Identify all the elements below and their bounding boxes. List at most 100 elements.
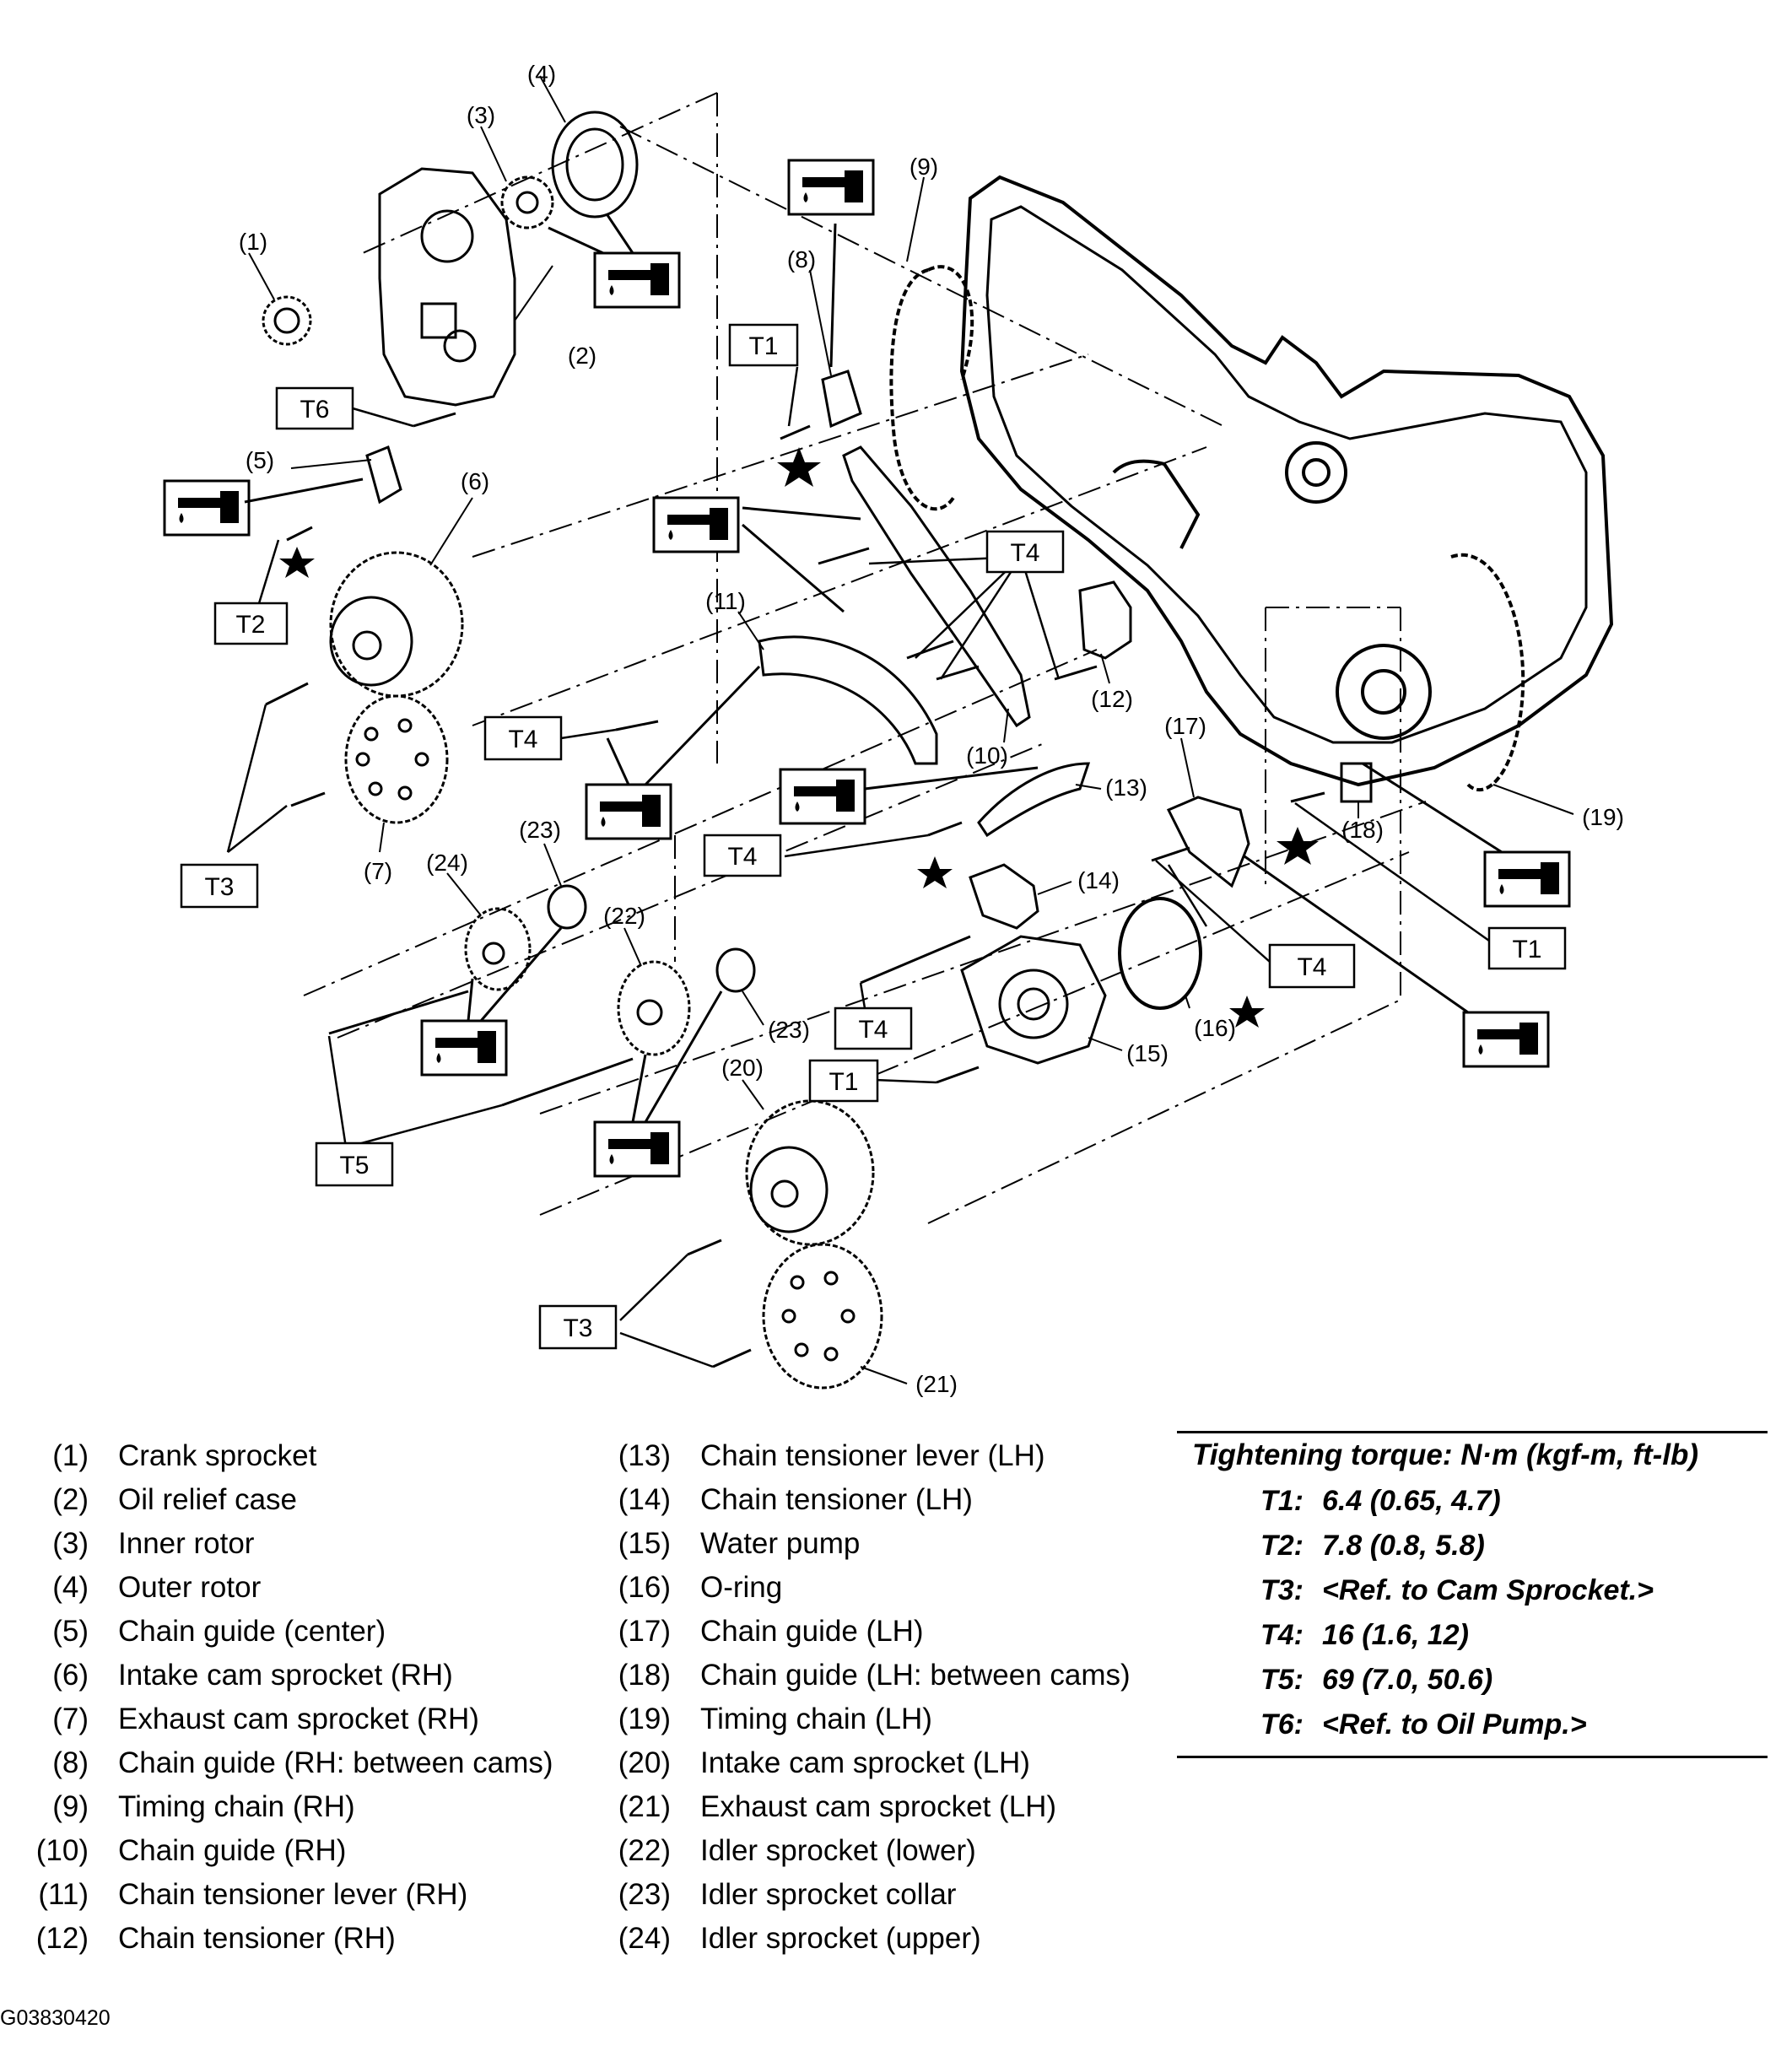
legend-label: Outer rotor — [118, 1571, 262, 1604]
legend-label: Timing chain (RH) — [118, 1790, 355, 1823]
torque-row: T3: <Ref. to Cam Sprocket.> — [1177, 1568, 1768, 1613]
callout-leaders — [248, 75, 1574, 1384]
torque-tags: T1 T1 T1 T2 T3 T3 T4 T4 — [180, 323, 1567, 1368]
parts-legend-left: (1)Crank sprocket (2) Oil relief case (3)In… — [0, 1434, 591, 1961]
callout-2: (2) — [568, 343, 596, 369]
torque-row: T1: 6.4 (0.65, 4.7) — [1177, 1479, 1768, 1524]
callout-10: (10) — [966, 742, 1008, 769]
legend-item: (6)Intake cam sprocket (RH) — [0, 1654, 591, 1697]
legend-item: (16)O-ring — [582, 1566, 1190, 1610]
legend-item: (21)Exhaust cam sprocket (LH) — [582, 1785, 1190, 1829]
torque-row: T2: 7.8 (0.8, 5.8) — [1177, 1524, 1768, 1568]
tag-t1-a: T1 — [728, 323, 799, 367]
legend-item: (14)Chain tensioner (LH) — [582, 1478, 1190, 1522]
crank-sprocket — [262, 295, 312, 346]
legend-label: Crank sprocket — [118, 1439, 317, 1472]
callout-11: (11) — [705, 588, 746, 614]
legend-item: (4) Outer rotor — [0, 1566, 591, 1610]
legend-number: (23) — [618, 1878, 671, 1911]
tag-t1-c: T1 — [808, 1059, 879, 1103]
callout-14: (14) — [1077, 867, 1120, 893]
legend-number: (5) — [52, 1615, 89, 1648]
torque-value: 7.8 (0.8, 5.8) — [1322, 1530, 1485, 1562]
torque-key: T5: — [1260, 1664, 1304, 1696]
legend-number: (8) — [52, 1746, 89, 1779]
callout-7: (7) — [364, 858, 392, 884]
tag-t4-d: T4 — [1268, 943, 1356, 989]
callout-22: (22) — [603, 903, 645, 929]
torque-key: T6: — [1260, 1708, 1304, 1740]
exhaust-cam-sprocket-rh — [344, 694, 449, 824]
chain-guide-lh-between-cams — [1340, 762, 1373, 803]
idler-sprocket-upper — [464, 907, 532, 991]
legend-label: Chain guide (LH: between cams) — [700, 1659, 1131, 1692]
callout-3: (3) — [467, 102, 495, 128]
chain-guide-center — [365, 445, 402, 505]
tag-label: T1 — [829, 1068, 858, 1096]
callout-23a: (23) — [519, 817, 561, 843]
legend-label: Idler sprocket (lower) — [700, 1834, 976, 1867]
legend-number: (4) — [52, 1571, 89, 1604]
callout-13: (13) — [1105, 774, 1147, 801]
legend-number: (15) — [618, 1527, 671, 1560]
idler-sprocket-collar — [547, 884, 756, 993]
chain-guide-rh-between-cams — [821, 370, 862, 429]
legend-label: Exhaust cam sprocket (LH) — [700, 1790, 1057, 1823]
tag-label: T4 — [1297, 953, 1326, 981]
torque-value: 16 (1.6, 12) — [1322, 1619, 1469, 1651]
legend-item: (10)Chain guide (RH) — [0, 1829, 591, 1873]
front-cover-outline — [959, 175, 1614, 787]
chain-tensioner-lever-rh — [758, 635, 938, 765]
tag-label: T1 — [748, 332, 778, 360]
tag-label: T1 — [1512, 936, 1541, 963]
legend-label: Idler sprocket (upper) — [700, 1922, 981, 1955]
torque-key: T3: — [1260, 1574, 1304, 1606]
legend-item: (5)Chain guide (center) — [0, 1610, 591, 1654]
legend-number: (20) — [618, 1746, 671, 1779]
tag-t5: T5 — [315, 1141, 394, 1187]
tag-label: T2 — [235, 611, 265, 639]
water-pump — [960, 935, 1107, 1065]
exploded-diagram: T1 T1 T1 T2 T3 T3 T4 T4 — [163, 61, 1624, 1397]
legend-number: (9) — [52, 1790, 89, 1823]
torque-value: <Ref. to Cam Sprocket.> — [1322, 1574, 1654, 1606]
torque-row: T4:16 (1.6, 12) — [1177, 1613, 1768, 1658]
callout-15: (15) — [1126, 1040, 1169, 1066]
legend-number: (19) — [618, 1703, 671, 1735]
legend-number: (2) — [52, 1483, 89, 1516]
tag-t1-b: T1 — [1487, 926, 1567, 970]
legend-number: (22) — [618, 1834, 671, 1867]
legend-label: Idler sprocket collar — [700, 1878, 957, 1911]
tag-label: T4 — [1010, 539, 1039, 567]
callout-4: (4) — [527, 61, 556, 87]
parts-legend-right: (13)Chain tensioner lever (LH)(14)Chain … — [582, 1434, 1190, 1961]
oil-pointer-arrows — [244, 214, 1503, 1123]
figure-code: G03830420 — [0, 2006, 111, 2030]
legend-number: (12) — [35, 1922, 89, 1955]
star-marks — [279, 447, 1319, 1028]
chain-tensioner-rh — [1078, 580, 1132, 660]
legend-item: (11)Chain tensioner lever (RH) — [0, 1873, 591, 1917]
torque-value: 69 (7.0, 50.6) — [1322, 1664, 1493, 1696]
tag-t4-a: T4 — [985, 530, 1065, 574]
tag-t3-a: T3 — [180, 863, 259, 909]
torque-value: 6.4 (0.65, 4.7) — [1322, 1485, 1501, 1517]
legend-item: (1)Crank sprocket — [0, 1434, 591, 1478]
legend-item: (9) Timing chain (RH) — [0, 1785, 591, 1829]
legend-item: (22) Idler sprocket (lower) — [582, 1829, 1190, 1873]
intake-cam-sprocket-rh — [329, 551, 464, 698]
callout-9: (9) — [909, 154, 938, 180]
legend-item: (3)Inner rotor — [0, 1522, 591, 1566]
torque-heading: Tightening torque: N·m (kgf-m, ft-lb) — [1192, 1438, 1699, 1471]
legend-number: (14) — [618, 1483, 671, 1516]
legend-item: (2) Oil relief case — [0, 1478, 591, 1522]
torque-key: T1: — [1260, 1485, 1304, 1517]
tag-label: T3 — [204, 873, 234, 901]
chain-tensioner-lh — [969, 863, 1039, 930]
torque-key: T2: — [1260, 1530, 1304, 1562]
legend-number: (13) — [618, 1439, 671, 1472]
bolts — [265, 412, 1325, 1368]
callout-23b: (23) — [768, 1017, 810, 1043]
outer-rotor — [551, 111, 639, 219]
legend-label: Oil relief case — [118, 1483, 298, 1516]
